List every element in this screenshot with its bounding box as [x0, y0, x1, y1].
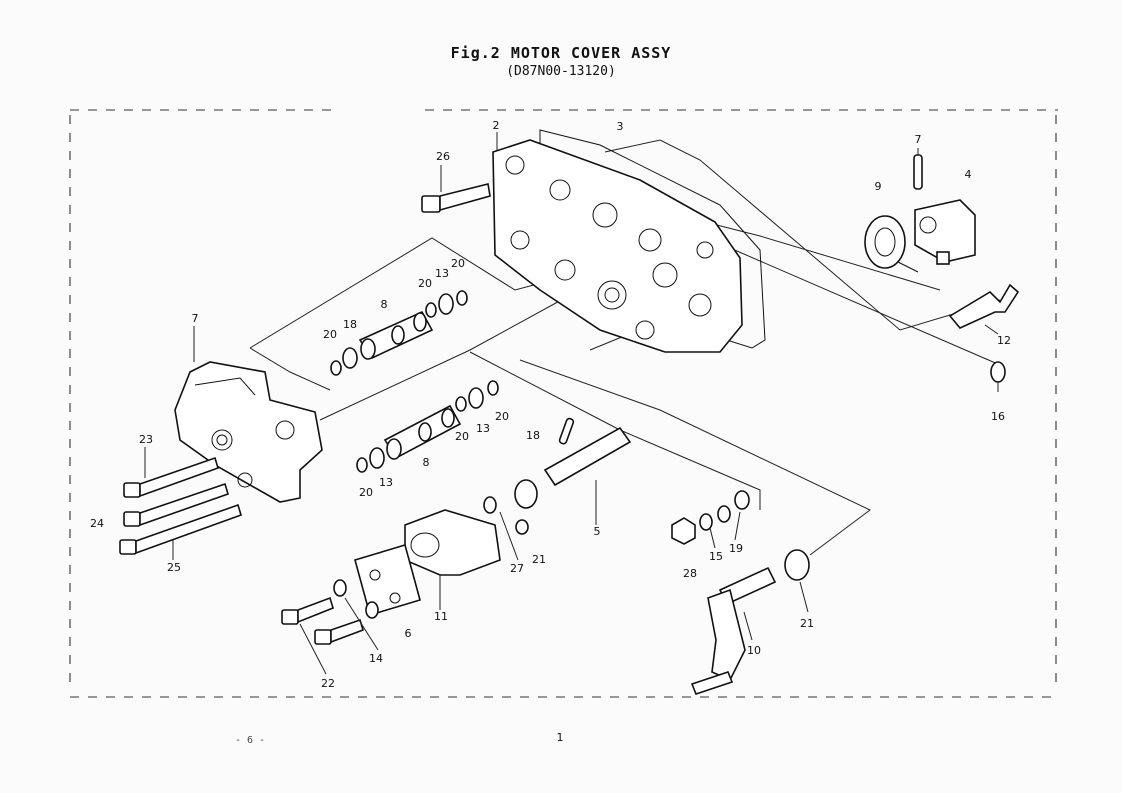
callout-c20c: 20	[495, 410, 509, 423]
callout-c20e: 20	[359, 486, 373, 499]
washer-14-lower	[365, 601, 379, 619]
valve-body-4	[914, 199, 976, 265]
callout-c13a: 13	[435, 267, 449, 280]
lever-10	[690, 566, 777, 695]
diagram-title: Fig.2 MOTOR COVER ASSY	[450, 44, 672, 62]
plug-12	[948, 283, 1020, 329]
bracket-11	[404, 509, 501, 576]
washer-14-upper	[333, 579, 347, 597]
bolt-26	[421, 183, 491, 213]
ring-20-lower-right	[455, 396, 467, 412]
callout-c16: 16	[991, 410, 1005, 423]
callout-c8a: 8	[381, 298, 388, 311]
callout-c8b: 8	[423, 456, 430, 469]
pin-18	[558, 417, 575, 445]
callout-c22: 22	[321, 677, 335, 690]
callout-c14: 14	[369, 652, 383, 665]
callout-c21b: 21	[800, 617, 814, 630]
callout-c28a: 20	[451, 257, 465, 270]
flange-9	[864, 215, 919, 273]
plate-6	[354, 543, 421, 617]
callout-c25: 25	[167, 561, 181, 574]
callout-c9: 9	[875, 180, 882, 193]
callout-c27: 27	[510, 562, 524, 575]
cover-body-7	[174, 361, 323, 503]
ring-20-upper-end	[456, 290, 468, 306]
bolts-22	[281, 596, 364, 645]
washer-27	[483, 496, 497, 514]
callout-c15: 15	[709, 550, 723, 563]
page-number: - 6 -	[234, 735, 266, 746]
callout-c5: 5	[594, 525, 601, 538]
callout-c18a: 18	[343, 318, 357, 331]
callout-c28: 28	[683, 567, 697, 580]
ring-21-small	[515, 519, 529, 535]
callout-c20a: 20	[418, 277, 432, 290]
seal-13-upper-right	[438, 293, 454, 315]
callout-c24: 24	[90, 517, 104, 530]
spool-lower-8	[383, 404, 462, 460]
diagram-subtitle: (D87N00-13120)	[506, 64, 616, 79]
callout-c3: 3	[617, 120, 624, 133]
callout-c10: 10	[747, 644, 761, 657]
ring-20-lower-end	[487, 380, 499, 396]
bearing-21-upper	[514, 479, 538, 509]
shaft-5	[543, 426, 632, 487]
callout-c26: 26	[436, 150, 450, 163]
callout-c12: 12	[997, 334, 1011, 347]
motor-cover-housing	[492, 139, 743, 353]
spool-upper-8	[358, 310, 434, 360]
seal-13-upper	[342, 347, 358, 369]
callout-c13c: 13	[379, 476, 393, 489]
seal-13-lower-right	[468, 387, 484, 409]
callout-c23: 23	[139, 433, 153, 446]
callout-c20b: 20	[323, 328, 337, 341]
dashed-frame	[69, 109, 1058, 698]
nut-washers-15-19	[671, 490, 750, 545]
callout-c2: 2	[493, 119, 500, 132]
callout-c11: 11	[434, 610, 448, 623]
pin-7	[913, 154, 923, 190]
callout-c6: 6	[405, 627, 412, 640]
ring-20-lower	[356, 457, 368, 473]
callout-c19: 19	[729, 542, 743, 555]
bolts-23-24-25	[119, 456, 242, 555]
callout-leaders	[144, 132, 999, 675]
callout-c13b: 13	[476, 422, 490, 435]
o-ring-16	[990, 361, 1006, 383]
callout-c7a: 7	[915, 133, 922, 146]
ring-20-upper-right	[425, 302, 437, 318]
callout-c20d: 20	[455, 430, 469, 443]
callout-c21a: 21	[532, 553, 546, 566]
callout-c7b: 7	[192, 312, 199, 325]
callout-c18b: 18	[526, 429, 540, 442]
ring-20-upper	[330, 360, 342, 376]
callout-c4: 4	[965, 168, 972, 181]
seal-13-lower	[369, 447, 385, 469]
bearing-21-lower	[784, 549, 810, 581]
callout-c1: 1	[557, 731, 564, 744]
